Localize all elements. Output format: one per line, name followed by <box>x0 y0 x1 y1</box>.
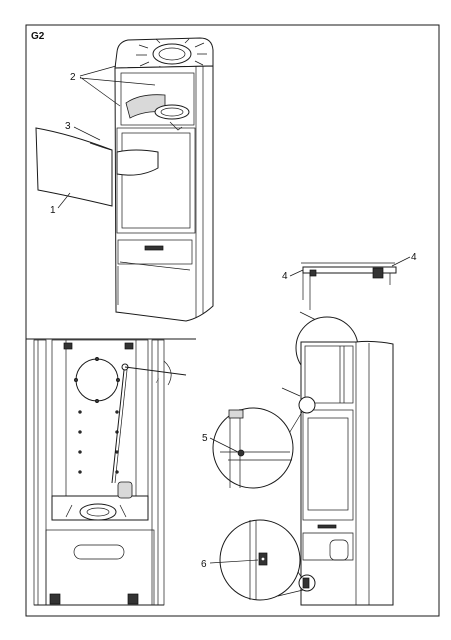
callout-label-3: 3 <box>65 121 71 132</box>
callout-label-5: 5 <box>202 433 208 444</box>
drawer-handle <box>144 245 164 251</box>
callout-label-4b: 4 <box>411 252 417 263</box>
leader-line-6 <box>209 559 259 564</box>
rod-clamp <box>117 481 133 499</box>
pedestal-slot <box>73 544 125 560</box>
leader-line-2 <box>79 65 156 107</box>
detail-view-5: 5 <box>202 407 294 489</box>
leader-line-4a <box>289 269 304 277</box>
flue-collar <box>152 43 192 65</box>
rear-outlet-plate <box>75 358 119 402</box>
callout-2: 2 <box>70 65 156 107</box>
screw-5 <box>237 449 245 457</box>
leader-line-3 <box>73 126 101 141</box>
callout-label-2: 2 <box>70 72 76 83</box>
callout-1: 1 <box>50 192 71 216</box>
door-frame <box>116 127 196 234</box>
callout-label-6: 6 <box>201 559 207 570</box>
stove-perspective-view <box>35 37 214 322</box>
figure-id: G2 <box>31 31 45 42</box>
panel-holes <box>78 410 119 474</box>
door-glass <box>121 132 191 229</box>
callout-3: 3 <box>65 121 101 141</box>
callout-4: 4 4 <box>282 252 417 282</box>
lever-arm <box>124 366 187 376</box>
detail-circle-5 <box>298 396 316 414</box>
stove-body <box>114 65 214 322</box>
callout-label-1: 1 <box>50 205 56 216</box>
figure-frame <box>25 24 440 617</box>
callout-label-4a: 4 <box>282 271 288 282</box>
angle-mark: ⁄ <box>155 379 159 385</box>
angle-arc <box>163 360 172 386</box>
upper-compartment-side <box>304 345 354 404</box>
leader-line-4b <box>391 256 411 267</box>
detail-view-6: 6 <box>201 519 301 601</box>
damper-rod <box>111 369 125 484</box>
stove-front-side-view <box>267 262 397 606</box>
door-handle-plate <box>116 149 159 176</box>
upper-compartment <box>120 72 195 126</box>
leader-line-1 <box>57 192 71 209</box>
ash-drawer <box>117 239 193 265</box>
bottom-collar <box>79 503 117 521</box>
side-panel-detached <box>35 127 113 207</box>
door-side <box>302 409 354 521</box>
leader-line-5 <box>209 437 239 453</box>
stove-body-side <box>300 340 394 606</box>
interior-rear-view: ⁄ <box>33 339 187 606</box>
door-glass-side <box>307 417 349 511</box>
detail-magnifier-5 <box>212 407 294 489</box>
